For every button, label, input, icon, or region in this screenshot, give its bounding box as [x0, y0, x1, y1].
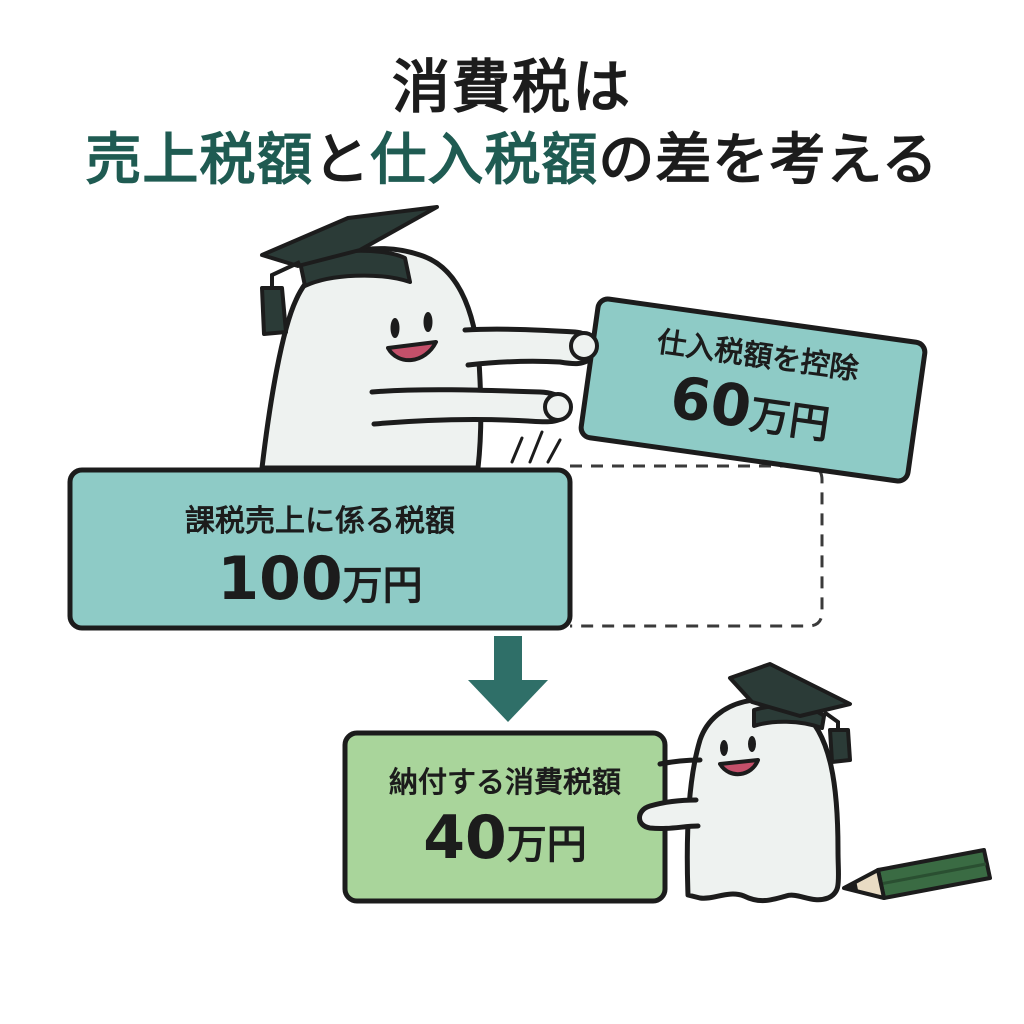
big-ghost-arm-lower [369, 387, 571, 427]
sales-card-box [67, 467, 573, 631]
big-ghost-eye-right [423, 312, 433, 332]
purchase-tax-amount-unit: 万円 [746, 392, 833, 449]
payment-tax-amount: 40万円 [345, 803, 665, 873]
big-ghost-hand-upper [569, 331, 599, 361]
title-and: と [313, 128, 371, 193]
small-ghost-arm-upper [657, 757, 703, 767]
graduation-cap-icon [260, 205, 439, 336]
motion-lines [510, 430, 562, 464]
payment-tax-card: 納付する消費税額 40万円 [345, 733, 665, 901]
title-line-1: 消費税は [0, 40, 1024, 124]
big-ghost-body [259, 246, 484, 471]
big-ghost-hand-lower [543, 392, 573, 422]
title-difference: の差を考える [598, 128, 939, 193]
big-ghost-mouth [386, 340, 438, 363]
title-text-1: 消費税は [391, 53, 632, 121]
sales-tax-amount-value: 100 [217, 544, 343, 614]
down-arrow-icon [468, 636, 548, 722]
small-ghost-eye-right [748, 736, 756, 752]
purchase-tax-amount-value: 60 [666, 362, 756, 442]
purchase-card-box [578, 296, 928, 484]
big-ghost-eye-left [390, 318, 400, 338]
title-line-2: 売上税額と仕入税額の差を考える [0, 115, 1024, 196]
big-ghost-character [259, 246, 597, 471]
dashed-outline [570, 464, 824, 628]
small-ghost-mouth [718, 758, 760, 776]
small-ghost-character [637, 697, 842, 904]
sales-tax-amount-unit: 万円 [342, 563, 423, 609]
sales-tax-amount: 100万円 [70, 544, 570, 614]
payment-tax-amount-unit: 万円 [506, 822, 587, 868]
payment-tax-amount-value: 40 [423, 803, 507, 873]
payment-tax-label: 納付する消費税額 [388, 765, 621, 799]
pencil-icon [842, 848, 992, 900]
sales-tax-label: 課税売上に係る税額 [185, 504, 455, 539]
purchase-card-group [578, 296, 928, 484]
small-ghost-body [684, 697, 842, 904]
title-sales-tax: 売上税額 [85, 128, 314, 193]
small-ghost-eye-left [720, 740, 728, 756]
sales-tax-card: 課税売上に係る税額 100万円 [70, 470, 570, 628]
graduation-cap-icon-small [728, 662, 852, 764]
small-ghost-arm-lower [637, 797, 701, 832]
title-purchase-tax: 仕入税額 [370, 128, 599, 193]
